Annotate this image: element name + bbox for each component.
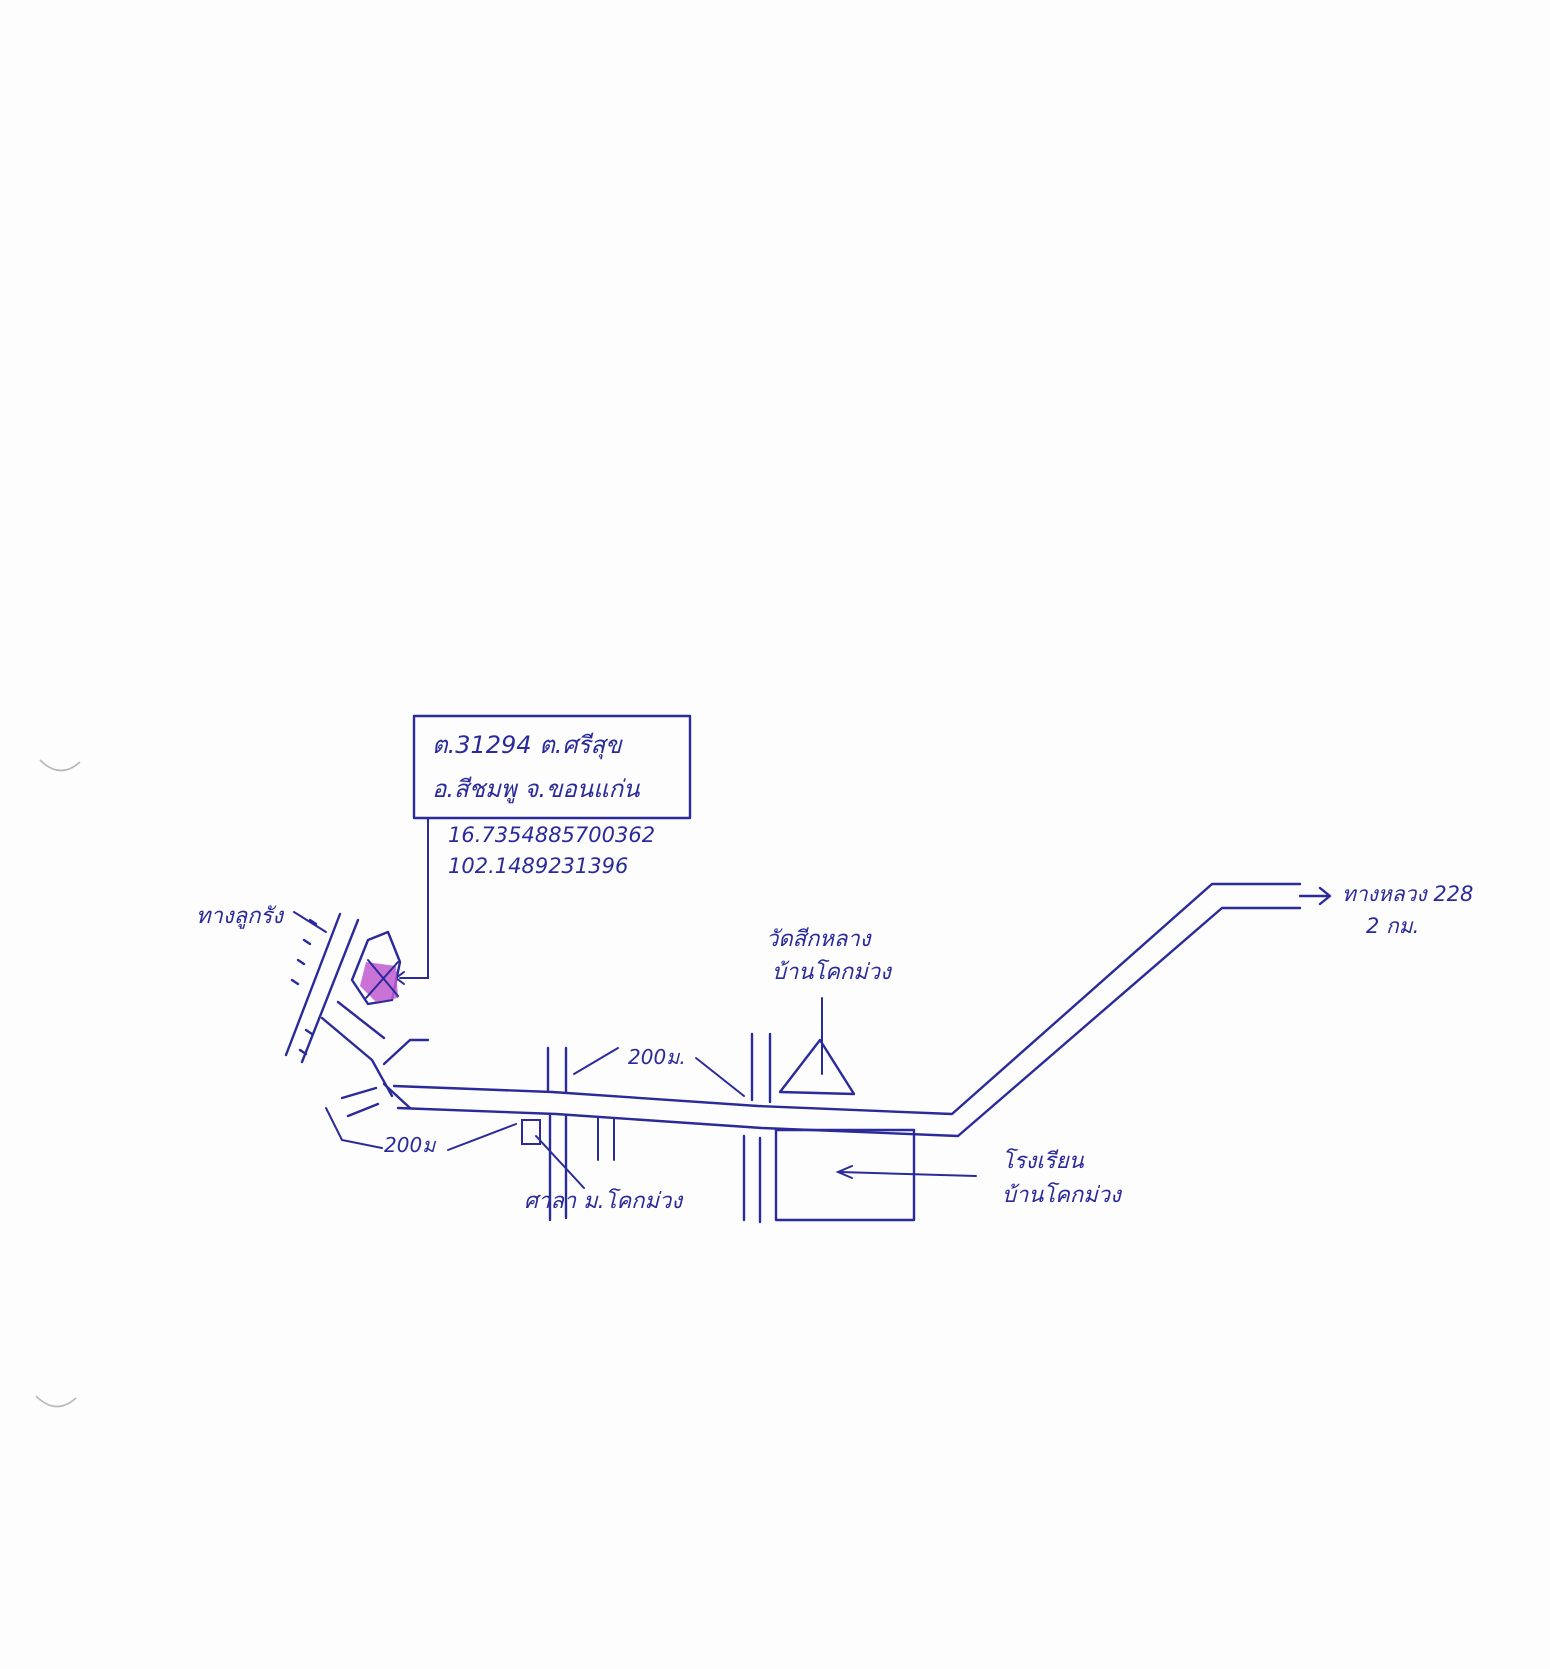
rail-line-2 — [300, 918, 360, 1064]
coord-lon: 102.1489231396 — [448, 854, 628, 878]
temple-label-2: บ้านโคกม่วง — [772, 959, 893, 985]
address-leader-line — [399, 817, 429, 979]
main-road-top — [392, 882, 1302, 1116]
junction-fork — [382, 1038, 430, 1110]
side-road — [340, 1086, 380, 1118]
school-leader — [835, 1165, 977, 1179]
school-label-2: บ้านโคกม่วง — [1002, 1182, 1123, 1208]
main-road-bottom — [396, 906, 1302, 1138]
property-outline — [350, 930, 402, 1006]
address-box — [412, 714, 692, 820]
dist-mid-right-leader — [695, 1057, 745, 1097]
dist-mid-left-leader — [573, 1047, 619, 1075]
dist-left-arrow — [447, 1123, 517, 1151]
pavilion-icon — [521, 1119, 541, 1145]
temple-icon — [778, 1038, 856, 1096]
dist-mid-label: 200ม. — [628, 1045, 686, 1069]
address-line1: ต.31294 ต.ศรีสุข — [432, 731, 623, 760]
rail-ties — [290, 918, 318, 1056]
temple-label-1: วัดสีกหลาง — [766, 927, 873, 952]
pavilion-gate — [597, 1117, 615, 1161]
rail-line-1 — [284, 912, 342, 1057]
railway-leader — [293, 911, 327, 933]
binder-hole-top — [39, 759, 81, 772]
access-road — [320, 1000, 394, 1098]
dist-left-leader — [325, 1107, 383, 1149]
crossroad-1 — [546, 1046, 568, 1222]
crossroad-2 — [742, 1032, 772, 1224]
railway-label: ทางลูกรัง — [196, 904, 285, 929]
school-label-1: โรงเรียน — [1002, 1148, 1085, 1174]
highway-label-1: ทางหลวง 228 — [1342, 882, 1473, 906]
coord-lat: 16.7354885700362 — [448, 823, 655, 847]
highway-label-2: 2 กม. — [1366, 914, 1419, 938]
address-line2: อ.สีชมพู จ.ขอนแก่น — [432, 775, 640, 804]
pavilion-label: ศาลา ม.โคกม่วง — [524, 1188, 684, 1214]
pavilion-leader — [535, 1135, 585, 1189]
property-x-icon — [365, 959, 399, 999]
highway-arrow-icon — [1298, 886, 1332, 906]
binder-hole-bottom — [35, 1395, 77, 1408]
dist-left-label: 200ม — [384, 1133, 437, 1157]
